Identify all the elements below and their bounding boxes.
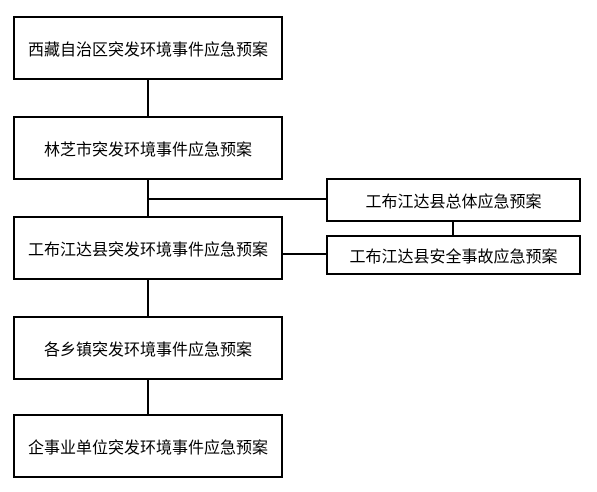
plan-box-label: 各乡镇突发环境事件应急预案 bbox=[43, 340, 252, 359]
connector-line bbox=[149, 198, 326, 200]
plan-box-nyingchi-city: 林芝市突发环境事件应急预案 bbox=[13, 116, 283, 180]
plan-box-county-safety-accident: 工布江达县安全事故应急预案 bbox=[326, 235, 581, 275]
plan-box-label: 西藏自治区突发环境事件应急预案 bbox=[27, 40, 268, 59]
plan-box-label: 工布江达县总体应急预案 bbox=[365, 192, 542, 211]
plan-box-gongbo-gyamda-county: 工布江达县突发环境事件应急预案 bbox=[13, 216, 283, 280]
plan-box-townships: 各乡镇突发环境事件应急预案 bbox=[13, 316, 283, 380]
plan-box-county-general: 工布江达县总体应急预案 bbox=[326, 178, 581, 222]
connector-line bbox=[147, 280, 149, 316]
connector-line bbox=[452, 222, 454, 235]
connector-line bbox=[147, 180, 149, 216]
plan-box-label: 工布江达县安全事故应急预案 bbox=[349, 247, 558, 266]
plan-box-label: 工布江达县突发环境事件应急预案 bbox=[27, 240, 268, 259]
plan-box-label: 林芝市突发环境事件应急预案 bbox=[43, 140, 252, 159]
plan-box-enterprises: 企事业单位突发环境事件应急预案 bbox=[13, 414, 283, 478]
plan-box-label: 企事业单位突发环境事件应急预案 bbox=[27, 438, 268, 457]
connector-line bbox=[147, 380, 149, 414]
connector-line bbox=[283, 253, 326, 255]
plan-box-tibet-autonomous-region: 西藏自治区突发环境事件应急预案 bbox=[13, 16, 283, 80]
connector-line bbox=[147, 80, 149, 116]
